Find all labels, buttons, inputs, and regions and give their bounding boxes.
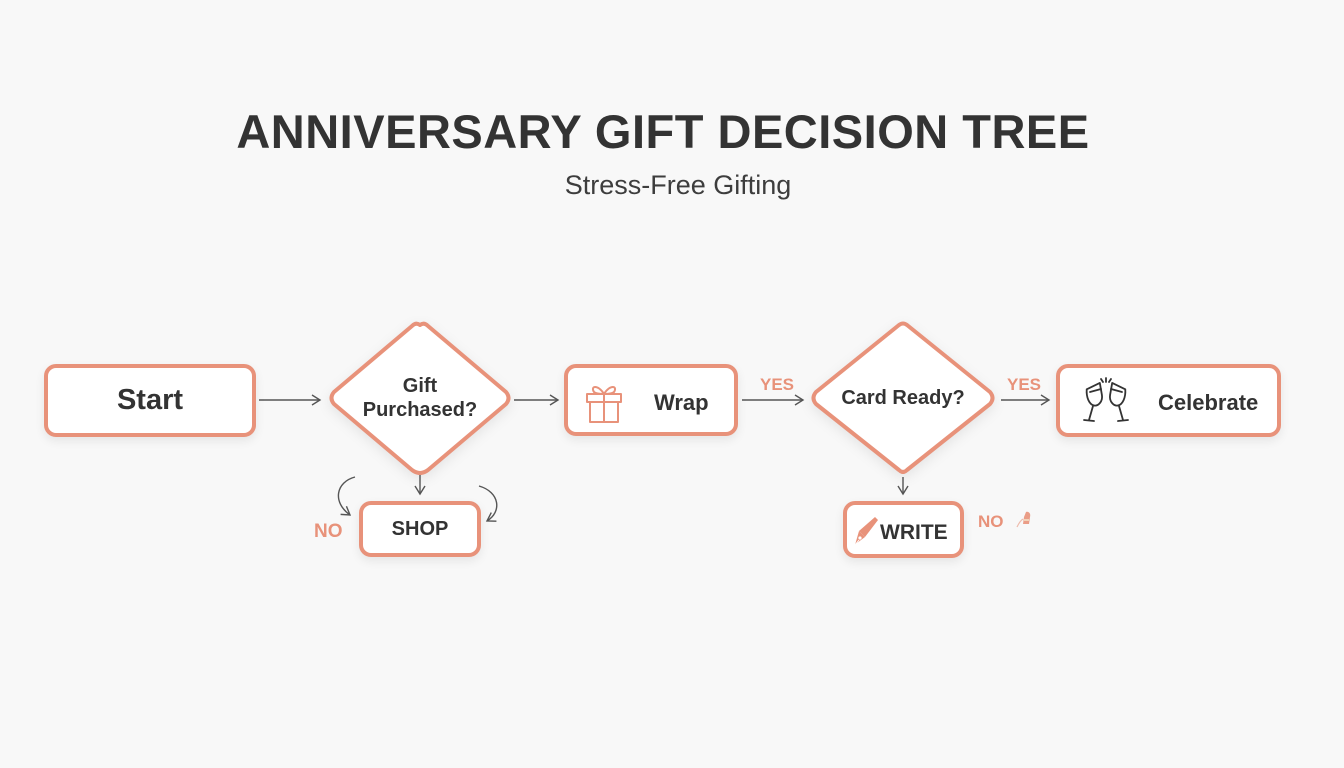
- node-gift-purchased[interactable]: Gift Purchased?: [328, 321, 512, 475]
- arrow-loop-right: [478, 485, 498, 522]
- node-card-ready[interactable]: Card Ready?: [810, 321, 996, 474]
- edge-label-card-to-write: NO: [978, 512, 1004, 531]
- node-gift-label-line2: Purchased?: [362, 399, 478, 421]
- node-card-label: Card Ready?: [841, 387, 965, 409]
- diamond-shape: [329, 321, 511, 475]
- node-start-label: Start: [116, 384, 184, 416]
- edge-label-wrap-to-card: YES: [760, 375, 795, 394]
- node-shop-label: SHOP: [391, 517, 449, 540]
- node-celebrate[interactable]: Celebrate: [1056, 364, 1281, 437]
- node-start[interactable]: Start: [44, 364, 256, 437]
- arrow-loop-left: [337, 476, 356, 516]
- node-wrap[interactable]: Wrap: [564, 364, 738, 436]
- node-shop[interactable]: SHOP: [359, 501, 481, 557]
- edge-label-gift-to-shop: NO: [314, 521, 343, 542]
- champagne-glasses-icon: [1083, 377, 1129, 422]
- edge-label-card-to-celebrate: YES: [1007, 375, 1042, 394]
- pen-icon-small: [1016, 511, 1031, 528]
- node-celebrate-label: Celebrate: [1158, 390, 1259, 415]
- page-title: ANNIVERSARY GIFT DECISION TREE: [236, 105, 1090, 158]
- gift-icon: [586, 386, 622, 423]
- node-wrap-label: Wrap: [654, 390, 709, 415]
- node-write-label: WRITE: [880, 521, 948, 544]
- node-gift-label-line1: Gift: [402, 375, 438, 397]
- fountain-pen-icon: [854, 517, 878, 546]
- node-write[interactable]: WRITE: [843, 501, 964, 558]
- page-subtitle: Stress-Free Gifting: [564, 170, 792, 200]
- diamond-shape: [811, 321, 995, 474]
